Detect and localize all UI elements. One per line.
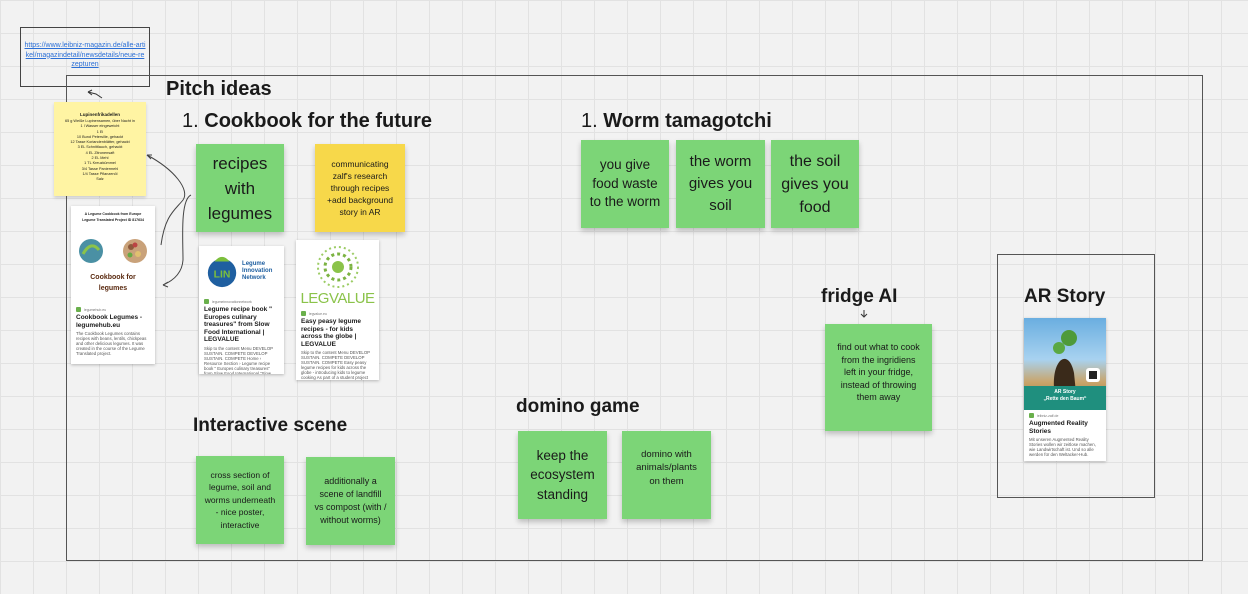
sticky-note-text: cross section of legume, soil and worms …	[204, 469, 276, 530]
recipe-line: 1 TL Kreuzkümmel	[84, 161, 116, 166]
interactive-heading: Interactive scene	[193, 415, 348, 436]
ar-banner: AR Story „Rette den Baum“	[1024, 386, 1106, 410]
ar-story-frame	[997, 254, 1155, 498]
pitch-title: Pitch ideas	[166, 78, 272, 100]
recipe-line: 3 EL Schnittlauch, gehackt	[77, 145, 123, 150]
legume-illustration-icon	[79, 239, 147, 263]
legvalue-logo-text: LEGVALUE	[300, 290, 375, 307]
sticky-note-interactive-1[interactable]: cross section of legume, soil and worms …	[196, 456, 284, 544]
sticky-note-text: you give food waste to the worm	[589, 157, 661, 210]
sticky-note-worm-2[interactable]: the worm gives you soil	[676, 140, 765, 228]
card-title: Easy peasy legume recipes - for kids acr…	[301, 318, 361, 348]
sticky-note-interactive-2[interactable]: additionally a scene of landfill vs comp…	[306, 457, 395, 545]
sticky-note-text: recipes with legumes	[207, 153, 273, 223]
ar-banner-line: „Rette den Baum“	[1043, 395, 1087, 402]
article-link[interactable]: https://www.leibniz-magazin.de/alle-arti…	[24, 42, 146, 68]
recipe-line: Salz	[96, 177, 104, 182]
ar-story-heading: AR Story	[1024, 286, 1106, 307]
recipe-line: 4 EL Zitronensaft	[85, 150, 115, 155]
sticky-note-text: the soil gives you food	[781, 152, 849, 216]
recipe-line: 1 Ei	[96, 129, 104, 134]
pitch-frame	[66, 75, 1203, 561]
domino-heading: domino game	[516, 396, 640, 417]
sticky-note-fridge[interactable]: find out what to cook from the ingridien…	[825, 324, 932, 431]
connector-curves	[146, 154, 192, 288]
card-header-line: Legume Translated Project ID 817634	[82, 218, 144, 222]
lin-logo-icon: LIN	[207, 256, 237, 288]
recipe-line: 1 l Wasser eingeweicht	[80, 124, 120, 129]
recipe-line: 12 Tasse Koriandenblätter, gehackt	[70, 140, 130, 145]
card-header-line: A Legume Cookbook from Europe	[84, 212, 142, 216]
source-favicon-icon	[301, 311, 306, 316]
legvalue-logo-icon	[317, 246, 359, 288]
card-source-text: leibniz-zalf.de	[1037, 413, 1059, 418]
card-title: Cookbook Legumes - legumehub.eu	[76, 314, 143, 329]
recipe-line: 3/4 Tasse Paniermehl	[81, 166, 119, 171]
recipe-line: 65 g Weiße Lupinensamen, über Nacht in	[64, 119, 135, 123]
sticky-note-domino-2[interactable]: domino with animals/plants on them	[622, 431, 711, 519]
card-source: legvalue.eu	[296, 308, 379, 318]
sticky-note-domino-1[interactable]: keep the ecosystem standing	[518, 431, 607, 519]
worm-heading-number: 1.	[581, 110, 598, 132]
sticky-note-text: the worm gives you soil	[688, 153, 753, 214]
ar-scene-illustration-icon	[1053, 330, 1100, 393]
worm-heading: 1. Worm tamagotchi	[581, 110, 772, 133]
recipe-line: 1/4 Tasse Pflanzenöl	[82, 171, 118, 176]
source-favicon-icon	[204, 299, 209, 304]
sticky-note-worm-3[interactable]: the soil gives you food	[771, 140, 859, 228]
cookbook-heading-number: 1.	[182, 110, 199, 132]
sticky-note-text: additionally a scene of landfill vs comp…	[314, 476, 387, 525]
link-card-legvalue[interactable]: LEGVALUE legvalue.eu Easy peasy legume r…	[296, 240, 379, 380]
card-image: A Legume Cookbook from Europe Legume Tra…	[71, 206, 155, 304]
sticky-note-text: keep the ecosystem standing	[530, 447, 595, 502]
card-text: Mit unseren Augmented Reality Stories wo…	[1029, 437, 1096, 457]
cookbook-heading-text: Cookbook for the future	[204, 110, 433, 132]
connector-arrow-up	[87, 89, 103, 99]
recipe-lines: 65 g Weiße Lupinensamen, über Nacht in 1…	[57, 119, 143, 183]
card-source: leibniz-zalf.de	[1024, 410, 1106, 420]
recipe-title: Lupinenfrikadellen	[79, 112, 120, 117]
fridge-arrow-icon	[860, 310, 868, 318]
sticky-note-worm-1[interactable]: you give food waste to the worm	[581, 140, 669, 228]
card-text: The Cookbook Legumes contains recipes wi…	[76, 331, 147, 356]
ar-banner-line: AR Story	[1054, 389, 1076, 395]
card-source: legumehub.eu	[71, 304, 155, 314]
sticky-note-communicating[interactable]: communicating zalf's research through re…	[315, 144, 405, 232]
lin-logo-letters: LIN	[214, 270, 231, 281]
card-image: LEGVALUE	[296, 240, 379, 308]
card-text: Skip to the content Menu DEVELOP SUSTAIN…	[301, 350, 370, 380]
link-box	[20, 27, 150, 87]
cookbook-heading: 1. Cookbook for the future	[182, 110, 432, 133]
fridge-heading: fridge AI	[821, 286, 898, 307]
link-card-ar-story[interactable]: AR Story „Rette den Baum“ leibniz-zalf.d…	[1024, 318, 1106, 461]
sticky-note-text: domino with animals/plants on them	[636, 448, 697, 487]
recipe-line: 10 Bund Petersilie, gehackt	[76, 134, 124, 139]
source-favicon-icon	[1029, 413, 1034, 418]
card-title: Legume recipe book " Europes culinary tr…	[204, 306, 273, 343]
card-source-text: legumeinnovationnetwork	[212, 299, 252, 304]
card-title: Augmented Reality Stories	[1029, 420, 1088, 435]
sticky-note-text: communicating zalf's research through re…	[327, 159, 393, 217]
source-favicon-icon	[76, 307, 81, 312]
card-source-text: legvalue.eu	[309, 311, 327, 316]
lin-logo-text: Legume Innovation Network	[242, 260, 273, 281]
link-box-content: https://www.leibniz-magazin.de/alle-arti…	[24, 41, 146, 70]
card-source: legumeinnovationnetwork	[199, 296, 284, 306]
card-header: A Legume Cookbook from Europe Legume Tra…	[71, 206, 155, 223]
card-image: AR Story „Rette den Baum“	[1024, 318, 1106, 410]
link-card-lin[interactable]: LIN Legume Innovation Network legumeinno…	[199, 246, 284, 374]
link-card-legumehub[interactable]: A Legume Cookbook from Europe Legume Tra…	[71, 206, 155, 364]
card-image-title: Cookbook for legumes	[90, 274, 136, 292]
card-image: LIN Legume Innovation Network	[199, 246, 284, 296]
worm-heading-text: Worm tamagotchi	[603, 110, 772, 132]
card-source-text: legumehub.eu	[84, 307, 107, 312]
card-text: Skip to the content Menu DEVELOP SUSTAIN…	[204, 345, 273, 375]
sticky-note-text: find out what to cook from the ingridien…	[837, 342, 920, 403]
sticky-note-recipes[interactable]: recipes with legumes	[196, 144, 284, 232]
recipe-line: 2 EL Mehl	[91, 156, 109, 161]
sticky-note-recipe[interactable]: Lupinenfrikadellen 65 g Weiße Lupinensam…	[54, 102, 146, 196]
